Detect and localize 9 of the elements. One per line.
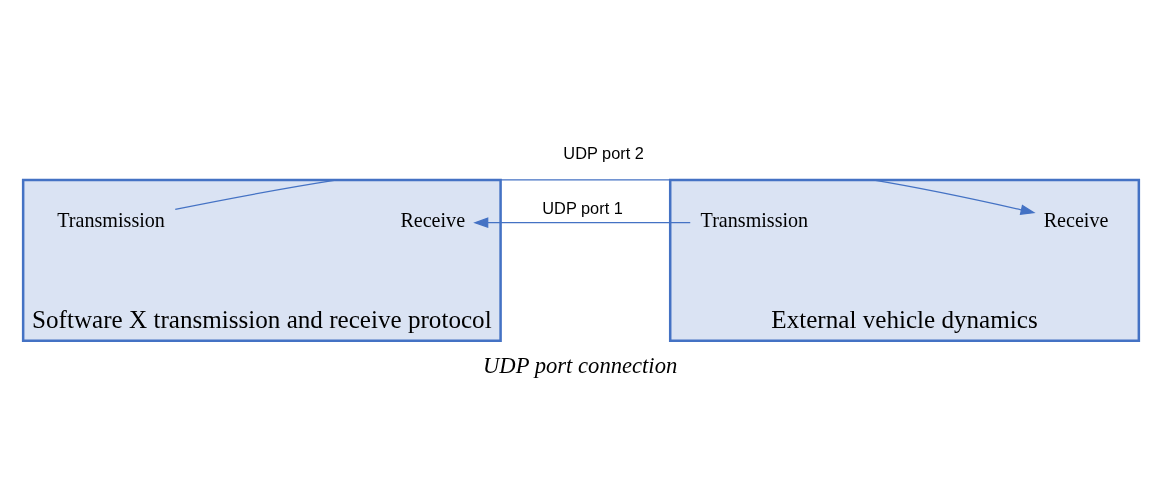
node-text: Transmission bbox=[700, 209, 809, 232]
edge-label: UDP port 2 bbox=[563, 144, 644, 163]
node-text: Receive bbox=[400, 209, 466, 232]
node-text: Receive bbox=[1043, 209, 1109, 232]
caption: UDP port connection bbox=[483, 352, 678, 378]
arrow bbox=[174, 179, 1036, 215]
edge-label: UDP port 1 bbox=[542, 199, 623, 218]
node-text: Transmission bbox=[57, 209, 165, 232]
arrow bbox=[473, 217, 691, 228]
